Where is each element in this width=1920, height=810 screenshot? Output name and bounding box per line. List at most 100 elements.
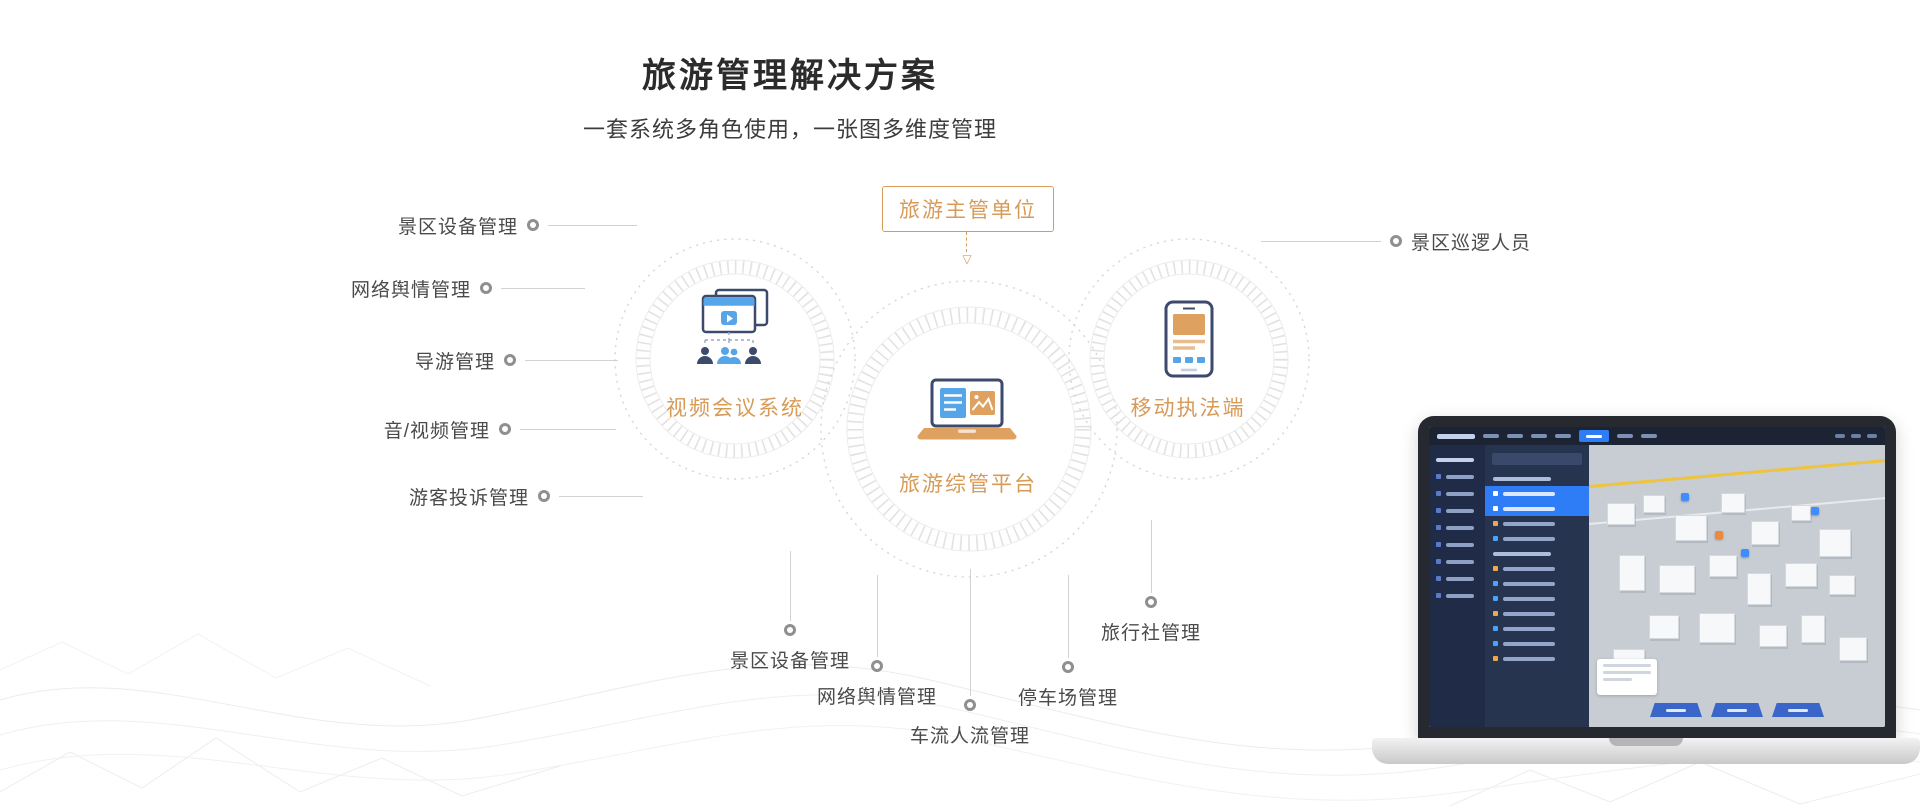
node-mobile-label: 移动执法端: [1130, 397, 1246, 420]
panel-row-icon: [1493, 626, 1498, 631]
connector-dot-icon: [527, 219, 539, 231]
connector-line: [548, 224, 637, 226]
dashboard-panel-row: [1485, 576, 1589, 591]
laptop-screen: [1418, 416, 1896, 738]
building-block: [1759, 625, 1787, 647]
panel-row-dash: [1503, 506, 1555, 511]
panel-row-dash: [1503, 626, 1555, 631]
dashboard-panel-row: [1485, 621, 1589, 636]
sidebar-item-dash: [1446, 542, 1474, 547]
panel-row-dash: [1503, 521, 1555, 526]
connector-line: [501, 287, 585, 289]
dashboard-panel-row-selected: [1485, 486, 1589, 501]
map-marker-icon: [1681, 493, 1689, 501]
dashboard-preview: [1429, 427, 1885, 727]
left-feature-item: 景区设备管理: [398, 213, 637, 238]
authority-connector-line: [966, 232, 967, 252]
map-action-button: [1772, 703, 1824, 717]
laptop-base: [1372, 738, 1920, 764]
panel-row-icon: [1493, 506, 1498, 511]
dashboard-topbar-mini-item: [1867, 434, 1877, 438]
dashboard-sidebar-item: [1429, 519, 1485, 536]
laptop-notch: [1609, 738, 1683, 746]
connector-dot-icon: [1390, 235, 1402, 247]
left-feature-item: 网络舆情管理: [350, 276, 585, 301]
dashboard-panel-row: [1485, 531, 1589, 546]
left-feature-item: 音/视频管理: [383, 417, 616, 442]
dashboard-topbar: [1429, 427, 1885, 445]
building-block: [1839, 637, 1867, 661]
panel-row-icon: [1493, 566, 1498, 571]
connector-dot-icon: [499, 423, 511, 435]
building-block: [1649, 615, 1679, 639]
connector-line: [1151, 520, 1152, 593]
dashboard-nav-item: [1641, 434, 1657, 438]
dashboard-body: [1429, 445, 1885, 727]
mobile-device-icon: [1164, 300, 1214, 378]
dashboard-topbar-right: [1835, 434, 1877, 438]
sidebar-item-icon: [1436, 525, 1441, 530]
panel-row-dash: [1503, 596, 1555, 601]
dashboard-sidebar-item: [1429, 587, 1485, 604]
building-block: [1607, 503, 1635, 525]
panel-row-dash: [1503, 566, 1555, 571]
dashboard-sidebar: [1429, 445, 1485, 727]
feature-label: 网络舆情管理: [350, 279, 471, 301]
dashboard-nav-item: [1555, 434, 1571, 438]
panel-row-icon: [1493, 641, 1498, 646]
panel-row-dash: [1503, 641, 1555, 646]
dashboard-search-bar: [1492, 453, 1582, 465]
dashboard-sidebar-item: [1429, 553, 1485, 570]
panel-row-dash: [1503, 581, 1555, 586]
panel-row-icon: [1493, 491, 1498, 496]
map-marker-icon: [1741, 549, 1749, 557]
dashboard-map: [1589, 445, 1885, 727]
sidebar-item-dash: [1446, 508, 1474, 513]
arrow-down-icon: ▽: [962, 252, 972, 266]
map-marker-icon: [1811, 507, 1819, 515]
dashboard-panel-row: [1485, 606, 1589, 621]
dashboard-nav-item: [1531, 434, 1547, 438]
dashboard-topbar-mini-item: [1835, 434, 1845, 438]
map-action-buttons: [1650, 703, 1824, 717]
connector-line: [1068, 575, 1069, 658]
dashboard-panel-row: [1485, 516, 1589, 531]
authority-box: 旅游主管单位: [882, 186, 1054, 232]
panel-row-dash: [1503, 536, 1555, 541]
bottom-feature-label: 景区设备管理: [729, 651, 851, 672]
left-feature-item: 游客投诉管理: [409, 484, 643, 509]
connector-line: [877, 575, 878, 657]
sidebar-item-dash: [1446, 491, 1474, 496]
dashboard-nav-item: [1483, 434, 1499, 438]
panel-row-icon: [1493, 611, 1498, 616]
right-feature-item: 景区巡逻人员: [1261, 229, 1532, 254]
bottom-feature-label: 网络舆情管理: [816, 687, 938, 708]
feature-label: 导游管理: [414, 351, 495, 373]
sidebar-item-dash: [1446, 525, 1474, 530]
building-block: [1829, 575, 1855, 595]
sidebar-item-dash: [1446, 559, 1474, 564]
feature-label: 音/视频管理: [383, 420, 490, 442]
panel-row-icon: [1493, 596, 1498, 601]
dashboard-panel-row: [1485, 471, 1589, 486]
sidebar-item-icon: [1436, 491, 1441, 496]
connector-line: [520, 428, 616, 430]
building-block: [1721, 493, 1745, 513]
dashboard-panel-row: [1485, 651, 1589, 666]
sidebar-item-icon: [1436, 559, 1441, 564]
map-marker-icon: [1715, 531, 1723, 539]
sidebar-item-icon: [1436, 576, 1441, 581]
panel-row-icon: [1493, 581, 1498, 586]
bottom-feature-label: 车流人流管理: [909, 726, 1031, 747]
dashboard-topbar-mini-item: [1851, 434, 1861, 438]
left-feature-item: 导游管理: [414, 348, 618, 373]
connector-line: [525, 359, 618, 361]
feature-label: 景区巡逻人员: [1411, 232, 1532, 254]
building-block: [1619, 555, 1645, 591]
map-road-yellow: [1589, 455, 1885, 490]
dashboard-sidebar-item: [1429, 536, 1485, 553]
dashboard-list-panel: [1485, 445, 1589, 727]
building-block: [1659, 565, 1695, 593]
panel-row-icon: [1493, 536, 1498, 541]
